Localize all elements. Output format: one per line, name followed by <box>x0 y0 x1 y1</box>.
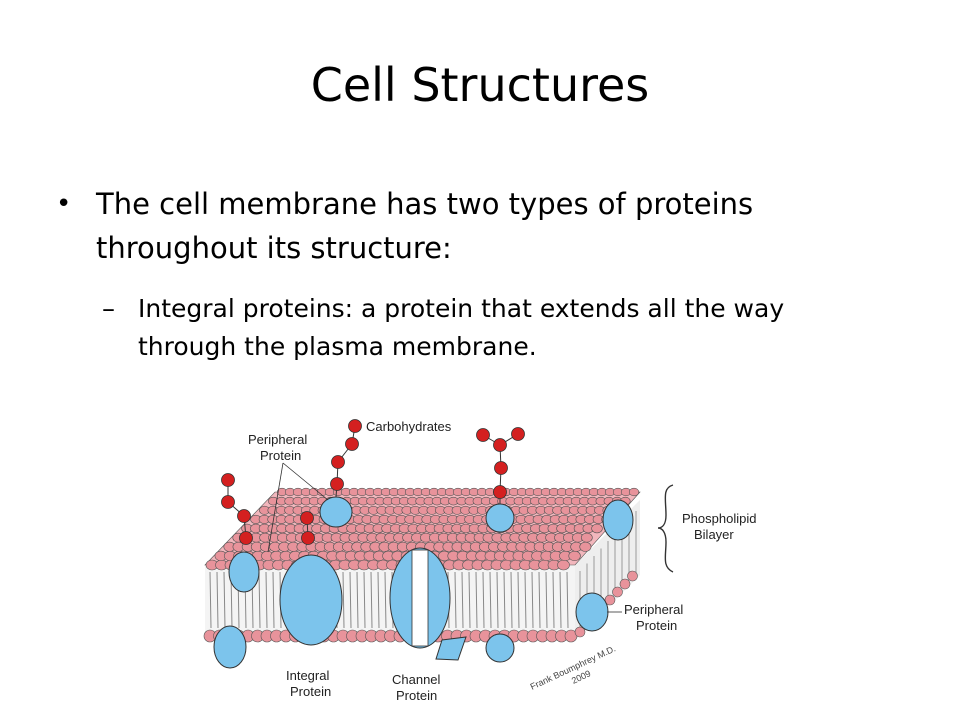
sub-bullet-item: – Integral proteins: a protein that exte… <box>102 290 882 366</box>
carbohydrate-unit <box>237 509 251 523</box>
peripheral-protein-right-top <box>602 499 634 541</box>
carbohydrate-unit <box>493 438 507 452</box>
lipid-tail <box>489 571 492 629</box>
lipid-tail <box>531 571 534 629</box>
lipid-tail <box>272 571 275 629</box>
channel-protein-shape <box>389 547 451 649</box>
lipid-tail <box>223 571 226 629</box>
label-leader-lines <box>267 462 674 613</box>
lipid-tail <box>454 571 457 629</box>
lipid-tail <box>510 571 513 629</box>
carbohydrate-unit <box>221 473 235 487</box>
lipid-head <box>591 523 603 534</box>
sub-bullet-marker: – <box>102 294 115 324</box>
lipid-tail <box>475 571 478 629</box>
carbohydrate-unit <box>345 437 359 451</box>
label-peripheral-protein-right-2: Protein <box>636 618 677 633</box>
peripheral-protein-bottom-mid <box>485 633 515 663</box>
lipid-tail <box>216 571 219 629</box>
lipid-tail <box>265 571 268 629</box>
carbohydrate-unit <box>300 511 314 525</box>
lipid-head <box>619 578 631 590</box>
label-integral-protein-1: Integral <box>286 668 329 683</box>
lipid-tail <box>342 571 345 629</box>
label-peripheral-protein-top-2: Protein <box>260 448 301 463</box>
peripheral-protein-bottom-left <box>213 625 247 669</box>
lipid-tail <box>377 571 380 629</box>
lipid-tail <box>349 571 352 629</box>
lipid-tail <box>552 571 555 629</box>
carbohydrate-unit <box>494 461 508 475</box>
bullet-item: • The cell membrane has two types of pro… <box>56 182 916 270</box>
peripheral-protein-top-mid <box>319 496 353 528</box>
lipid-tail <box>384 571 387 629</box>
label-phospholipid-2: Bilayer <box>694 527 734 542</box>
sub-bullet-text: Integral proteins: a protein that extend… <box>138 294 785 361</box>
carbohydrate-unit <box>476 428 490 442</box>
peripheral-protein-left <box>228 551 260 593</box>
peripheral-protein-top-right <box>485 503 515 533</box>
lipid-head <box>612 586 623 598</box>
peripheral-protein-right-bottom <box>575 592 609 632</box>
lipid-tail <box>559 571 562 629</box>
carbohydrate-units <box>221 419 525 545</box>
label-carbohydrates: Carbohydrates <box>366 419 452 434</box>
lipid-tail <box>538 571 541 629</box>
carbohydrate-unit <box>331 455 345 469</box>
bullet-text: The cell membrane has two types of prote… <box>96 187 754 265</box>
label-phospholipid-1: Phospholipid <box>682 511 756 526</box>
lipid-tail <box>356 571 359 629</box>
carbohydrate-unit <box>493 485 507 499</box>
lipid-tail <box>524 571 527 629</box>
lipid-tail <box>503 571 506 629</box>
lipid-head <box>568 550 581 562</box>
label-channel-protein-2: Protein <box>396 688 437 703</box>
lipid-head <box>557 559 570 571</box>
lipid-head <box>580 532 593 543</box>
lipid-tail <box>209 571 212 629</box>
label-peripheral-protein-top-1: Peripheral <box>248 432 307 447</box>
integral-protein-shape <box>279 554 343 646</box>
carbohydrate-unit <box>301 531 315 545</box>
lipid-tail <box>461 571 464 629</box>
lipid-tail <box>566 571 569 629</box>
lipid-head <box>579 541 592 552</box>
lipid-tail <box>258 571 261 629</box>
lipid-head <box>627 570 638 582</box>
credit-group: Frank Boumphrey M.D. 2009 <box>529 643 618 691</box>
lipid-head <box>628 487 640 497</box>
carbohydrate-unit <box>221 495 235 509</box>
carbohydrate-unit <box>511 427 525 441</box>
channel-protein-fragment <box>435 636 467 661</box>
bullet-marker: • <box>56 189 72 219</box>
label-peripheral-protein-right-1: Peripheral <box>624 602 683 617</box>
lipid-head <box>574 626 586 638</box>
lipid-tail <box>496 571 499 629</box>
lipid-tail <box>482 571 485 629</box>
carbohydrate-unit <box>239 531 253 545</box>
lipid-tail <box>545 571 548 629</box>
label-integral-protein-2: Protein <box>290 684 331 699</box>
carbohydrate-unit <box>330 477 344 491</box>
lipid-tail <box>517 571 520 629</box>
lipid-tail <box>370 571 373 629</box>
lipid-tail <box>363 571 366 629</box>
label-channel-protein-1: Channel <box>392 672 441 687</box>
slide-title: Cell Structures <box>310 58 650 112</box>
carbohydrate-unit <box>348 419 362 433</box>
lipid-tail <box>468 571 471 629</box>
